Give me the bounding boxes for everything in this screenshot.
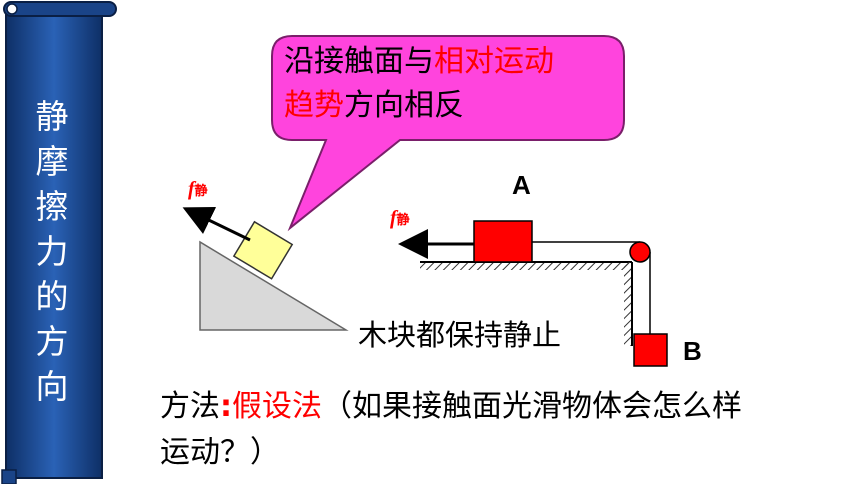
friction-label-a: f静 xyxy=(390,207,410,229)
title-char: 摩 xyxy=(35,142,69,181)
title-char: 力 xyxy=(35,232,69,271)
diagram-caption: 木块都保持静止 xyxy=(358,318,562,352)
bubble-text-highlight: 趋势 xyxy=(284,88,344,123)
bubble-text-plain: 沿接触面与 xyxy=(284,44,434,79)
title-char: 擦 xyxy=(35,187,69,226)
title-scroll-banner xyxy=(1,1,117,484)
block-a xyxy=(473,220,533,263)
label-b: B xyxy=(683,336,702,366)
table-side-hatching xyxy=(624,262,632,346)
pulley xyxy=(629,241,651,263)
method-text: 方法:假设法（如果接触面光滑物体会怎么样运动？） xyxy=(160,384,760,476)
block-on-incline xyxy=(232,220,294,280)
method-prefix: 方法 xyxy=(160,389,220,424)
method-highlight: 假设法 xyxy=(232,389,322,424)
label-a: A xyxy=(512,170,531,200)
incline-slope xyxy=(199,240,349,331)
table-hatching xyxy=(420,262,632,270)
block-b xyxy=(633,333,668,367)
title-char: 的 xyxy=(35,277,69,316)
friction-arrow-incline xyxy=(182,206,251,242)
bubble-text-highlight: 相对运动 xyxy=(434,44,554,79)
bubble-text: 沿接触面与相对运动 趋势方向相反 xyxy=(284,40,614,128)
title-char: 向 xyxy=(35,367,69,406)
method-question: （如果接触面光滑物体会怎么样运动？） xyxy=(160,389,742,470)
friction-label-incline: f静 xyxy=(188,178,208,200)
method-colon: : xyxy=(220,389,232,424)
vertical-title: 静 摩 擦 力 的 方 向 xyxy=(28,94,76,409)
title-char: 静 xyxy=(35,97,69,136)
bubble-text-plain: 方向相反 xyxy=(344,88,464,123)
title-char: 方 xyxy=(35,322,69,361)
